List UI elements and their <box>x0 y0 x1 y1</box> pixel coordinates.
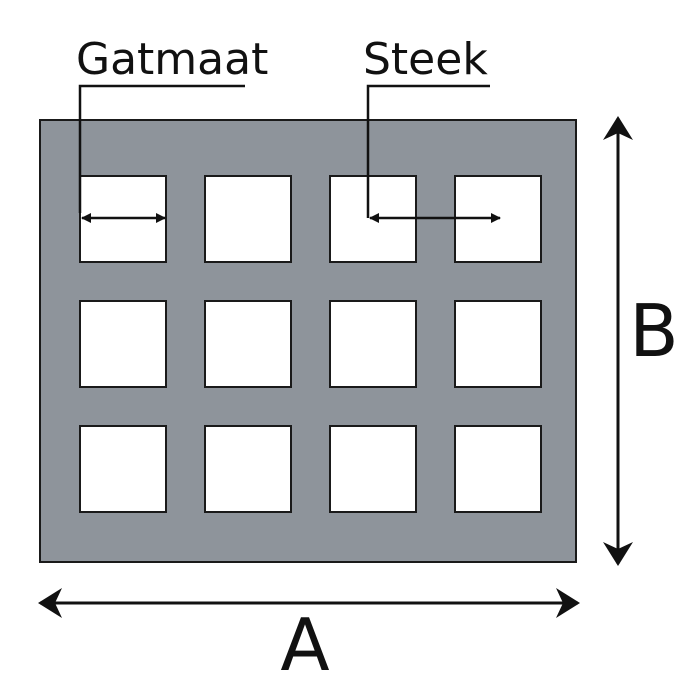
width-dimension: A <box>38 588 580 687</box>
square-hole <box>329 425 417 513</box>
square-hole <box>79 425 167 513</box>
square-hole <box>329 300 417 388</box>
square-hole <box>79 300 167 388</box>
height-dimension: B <box>603 116 679 566</box>
width-label: A <box>280 603 329 687</box>
hole-size-callout: Gatmaat <box>76 34 268 223</box>
hole-size-leader-line <box>78 84 245 213</box>
square-hole <box>454 425 542 513</box>
pitch-label: Steek <box>363 34 488 85</box>
hole-grid <box>79 175 542 513</box>
square-hole <box>454 300 542 388</box>
square-hole <box>204 425 292 513</box>
square-hole <box>204 175 292 263</box>
square-hole <box>204 300 292 388</box>
height-label: B <box>629 289 678 373</box>
pitch-leader-line <box>366 84 490 218</box>
pitch-callout: Steek <box>363 34 501 223</box>
hole-size-label: Gatmaat <box>76 34 268 85</box>
